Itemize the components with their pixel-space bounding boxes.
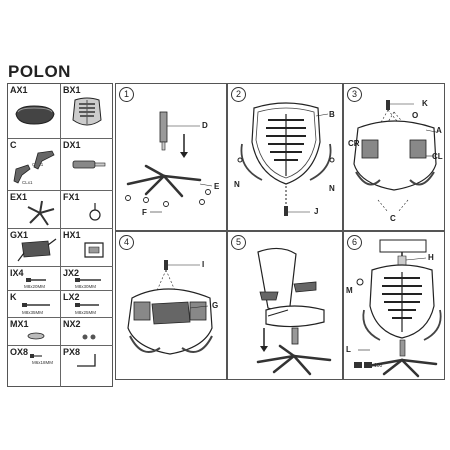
step-5-panel: 5 [227,231,343,380]
label-b: B [329,110,335,119]
label-h: H [428,253,434,262]
part-label: OX8 [10,347,29,357]
step-2-panel: 2 B N N J [227,83,343,231]
part-label: PX8 [63,347,81,357]
headrest-bracket-icon [84,242,104,258]
part-label: HX1 [63,230,81,240]
label-c: C [390,214,396,223]
bolt-icon [26,278,46,282]
mechanism-icon [17,238,57,262]
part-label: K [10,292,17,302]
part-label: NX2 [63,319,81,329]
part-label: MX1 [10,319,29,329]
part-sub-label: M8x35MM [22,310,44,315]
step-3-panel: 3 K O A CR CL C [343,83,445,231]
step-number: 6 [347,235,362,250]
step-6-panel: 6 H M L 100 [343,231,445,380]
mechanism-assembly-drawing [127,260,213,355]
step-number: 4 [119,235,134,250]
step-number: 1 [119,87,134,102]
part-lx2: LX2 M8x25MM [61,291,113,318]
part-sub-label: CLx1 [22,180,33,185]
washer-icon [27,332,45,340]
parts-list: AX1 BX1 C CRx1 CLx1 DX1 EX1 [7,83,113,387]
label-k: K [422,99,428,108]
label-j: J [314,207,319,216]
star-base-icon [27,200,55,226]
part-sub-label: M6x18MM [32,360,54,365]
part-label: FX1 [63,192,80,202]
screw-icon [30,354,42,358]
headrest-assembly-drawing [354,239,442,378]
label-a: A [436,126,442,135]
part-sub-label: M8x30MM [75,284,97,289]
label-cr: CR [348,139,360,148]
armrest-assembly-drawing [353,100,437,213]
part-ix4: IX4 M8x20MM [8,267,61,291]
part-sub-label: M8x20MM [24,284,46,289]
backrest-frame-icon [72,97,102,126]
part-sub-label: M8x25MM [75,310,97,315]
product-title: POLON [8,62,71,81]
step-1-panel: 1 D E F [115,83,227,231]
part-label: EX1 [10,192,28,202]
label-n-right: N [329,184,335,193]
base-assembly-drawing [125,111,213,213]
part-jx2: JX2 M8x30MM [61,267,113,291]
label-note: 100 [374,363,383,369]
part-label: AX1 [10,85,28,95]
bolt-icon [22,303,50,307]
armrest-icon [13,150,55,184]
step-number: 2 [231,87,246,102]
part-bx1: BX1 [61,84,113,139]
part-dx1: DX1 [61,139,113,191]
label-cl: CL [432,152,443,161]
part-gx1: GX1 [8,229,61,267]
label-o: O [412,111,419,120]
label-l: L [346,345,351,354]
part-ox8: OX8 M6x18MM [8,346,61,387]
gas-lift-icon [72,160,106,169]
caster-icon [89,203,101,221]
step-number: 5 [231,235,246,250]
part-label: BX1 [63,85,81,95]
part-label: C [10,140,17,150]
seat-cushion-icon [15,105,55,125]
part-hx1: HX1 [61,229,113,267]
step-4-panel: 4 I G [115,231,227,380]
seat-to-base-drawing [256,247,332,376]
label-n-left: N [234,180,240,189]
part-label: DX1 [63,140,81,150]
cap-icon [82,334,96,340]
part-label: JX2 [63,268,80,278]
part-c: C CRx1 CLx1 [8,139,61,191]
part-label: GX1 [10,230,29,240]
label-g: G [212,301,219,310]
allen-key-icon [77,354,96,367]
part-nx2: NX2 [61,318,113,346]
part-ex1: EX1 [8,191,61,229]
backrest-assembly-drawing [237,102,335,216]
part-label: IX4 [10,268,24,278]
part-fx1: FX1 [61,191,113,229]
label-d: D [202,121,208,130]
part-label: LX2 [63,292,80,302]
label-i: I [202,260,205,269]
label-m: M [346,286,353,295]
step-number: 3 [347,87,362,102]
part-px8: PX8 [61,346,113,387]
part-ax1: AX1 [8,84,61,139]
bolt-icon [75,303,99,307]
label-f: F [142,208,147,217]
part-k: K M8x35MM [8,291,61,318]
bolt-icon [75,278,101,282]
part-mx1: MX1 [8,318,61,346]
label-e: E [214,182,220,191]
